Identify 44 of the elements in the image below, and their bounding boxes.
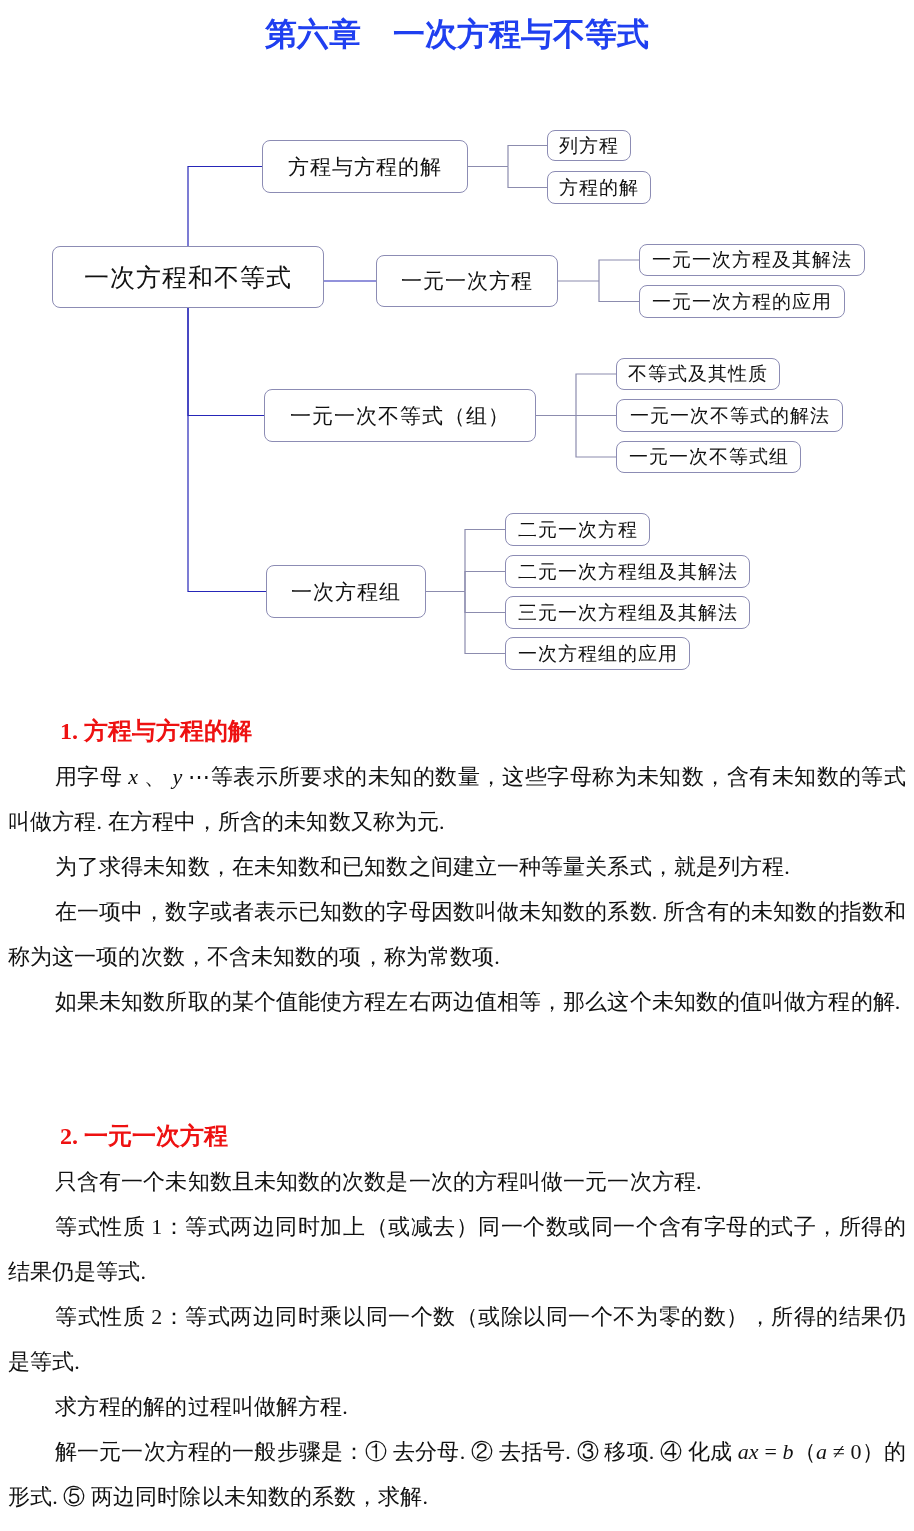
section-heading: 2. 一元一次方程 — [60, 1122, 228, 1151]
topic-box: 不等式及其性质 — [616, 358, 780, 390]
connector-line — [425, 590, 466, 593]
connector-line — [535, 414, 577, 417]
connector-line — [507, 144, 548, 168]
paragraph: 如果未知数所取的某个值能使方程左右两边值相等，那么这个未知数的值叫做方程的解. — [54, 988, 902, 1016]
topic-box: 一元一次方程的应用 — [639, 285, 845, 318]
topic-box: 一次方程组 — [266, 565, 426, 618]
paragraph: 等式性质 1：等式两边同时加上（或减去）同一个数或同一个含有字母的式子，所得的结果仍是等式. — [8, 1213, 906, 1286]
connector-line — [187, 307, 267, 593]
paragraph: 在一项中，数字或者表示已知数的字母因数叫做未知数的系数. 所含有的未知数的指数和称为这一项的次数，不含未知数的项，称为常数项. — [8, 898, 906, 971]
topic-box: 一元一次不等式的解法 — [616, 399, 843, 432]
connector-line — [507, 165, 548, 189]
topic-box: 方程的解 — [547, 171, 651, 204]
topic-box: 一元一次不等式组 — [616, 441, 801, 473]
topic-box: 二元一次方程 — [505, 513, 650, 546]
paragraph: 只含有一个未知数且未知数的次数是一次的方程叫做一元一次方程. — [54, 1168, 703, 1196]
paragraph: 用字母 x 、 y ⋯等表示所要求的未知的数量，这些字母称为未知数，含有未知数的等式叫做方程. 在方程中，所含的未知数又称为元. — [8, 763, 906, 836]
connector-line — [575, 414, 617, 417]
topic-box: 方程与方程的解 — [262, 140, 468, 193]
connector-line — [187, 165, 263, 247]
connector-line — [557, 280, 600, 282]
paragraph: 解一元一次方程的一般步骤是：① 去分母. ② 去括号. ③ 移项. ④ 化成 ax = b（a ≠ 0）的形式. ⑤ 两边同时除以未知数的系数，求解. — [8, 1438, 906, 1511]
topic-box: 三元一次方程组及其解法 — [505, 596, 750, 629]
root-topic-box: 一次方程和不等式 — [52, 246, 324, 308]
connector-line — [575, 373, 617, 417]
paragraph: 为了求得未知数，在未知数和已知数之间建立一种等量关系式，就是列方程. — [54, 853, 791, 881]
connector-line — [464, 590, 506, 655]
connector-line — [464, 570, 506, 593]
paragraph: 等式性质 2：等式两边同时乘以同一个数（或除以同一个不为零的数），所得的结果仍是等式. — [8, 1303, 906, 1376]
topic-box: 一元一次方程 — [376, 255, 558, 307]
topic-box: 一元一次不等式（组） — [264, 389, 536, 442]
section-heading: 1. 方程与方程的解 — [60, 717, 252, 746]
connector-line — [598, 280, 640, 303]
topic-box: 二元一次方程组及其解法 — [505, 555, 750, 588]
topic-box: 一元一次方程及其解法 — [639, 244, 865, 276]
connector-line — [467, 165, 509, 168]
topic-box: 一次方程组的应用 — [505, 637, 690, 670]
topic-box: 列方程 — [547, 130, 631, 161]
paragraph: 求方程的解的过程叫做解方程. — [54, 1393, 349, 1421]
connector-line — [575, 414, 617, 458]
connector-line — [598, 259, 640, 282]
page-title: 第六章 一次方程与不等式 — [265, 15, 649, 54]
connector-line — [323, 280, 377, 282]
